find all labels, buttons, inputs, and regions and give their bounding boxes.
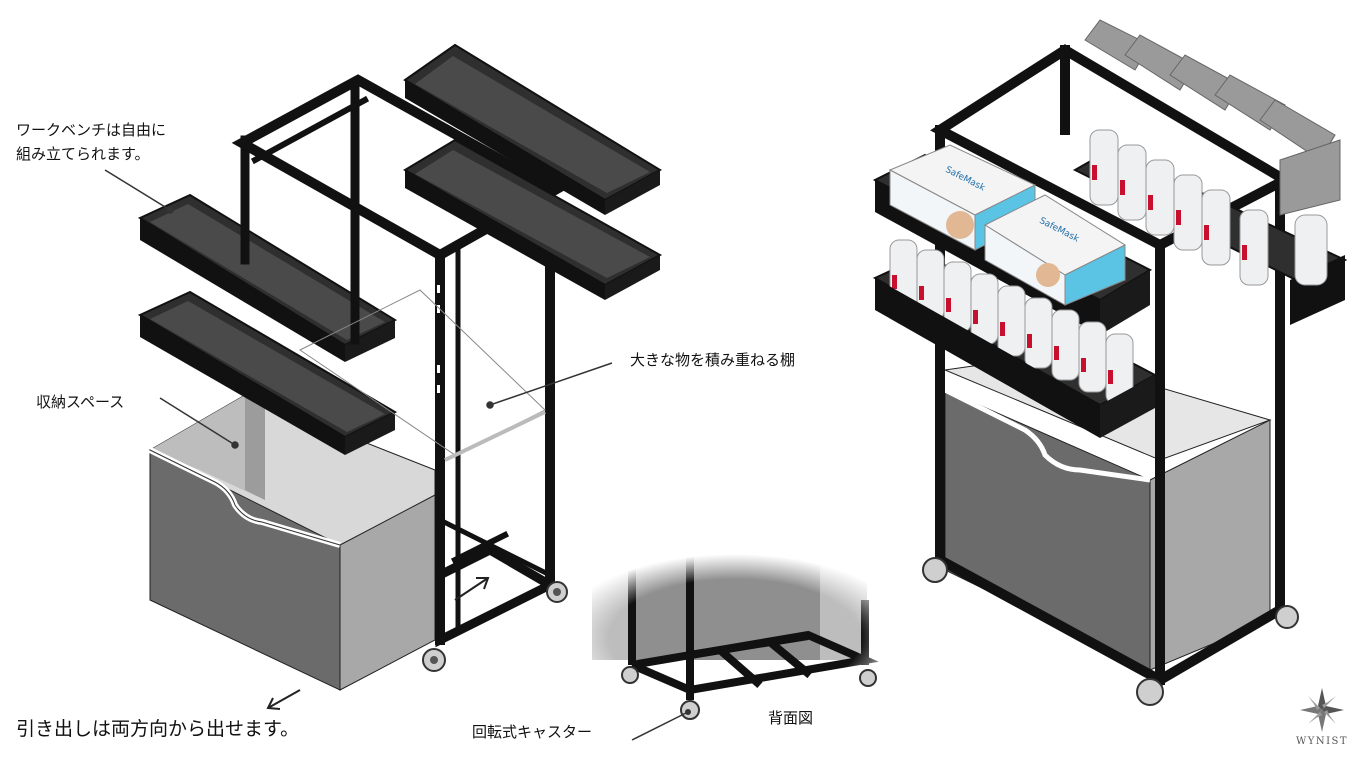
bottles-back [1089,129,1328,286]
bottles-front [889,239,1134,405]
caster-icon [422,581,568,672]
label-drawer: 引き出しは両方向から出せます。 [16,718,300,740]
brand-name: WYNIST [1295,736,1349,747]
assembled-view [872,19,1348,706]
tray-right-lower [403,138,663,300]
tray-right-upper [403,43,662,215]
drawer-box [148,394,436,691]
files [1084,19,1341,216]
label-workbench-line1: ワークベンチは自由に [16,121,167,139]
tray-left-upper [137,193,398,362]
tray-left-lower [137,290,398,455]
label-shelf: 大きな物を積み重ねる棚 [630,351,796,369]
exploded-view [104,43,663,710]
drawer-arrow-icon [266,577,490,710]
label-workbench-line2: 組み立てられます。 [16,145,150,163]
compass-star-icon [1300,688,1344,732]
glass-shelf [299,289,546,456]
rear-view [585,540,885,741]
label-caster: 回転式キャスター [472,723,593,741]
label-storage-space: 収納スペース [36,393,125,411]
label-rear-view: 背面図 [768,709,814,727]
brand-logo: WYNIST [1290,688,1354,760]
leader-lines [104,169,613,449]
mask-box [888,144,1127,306]
